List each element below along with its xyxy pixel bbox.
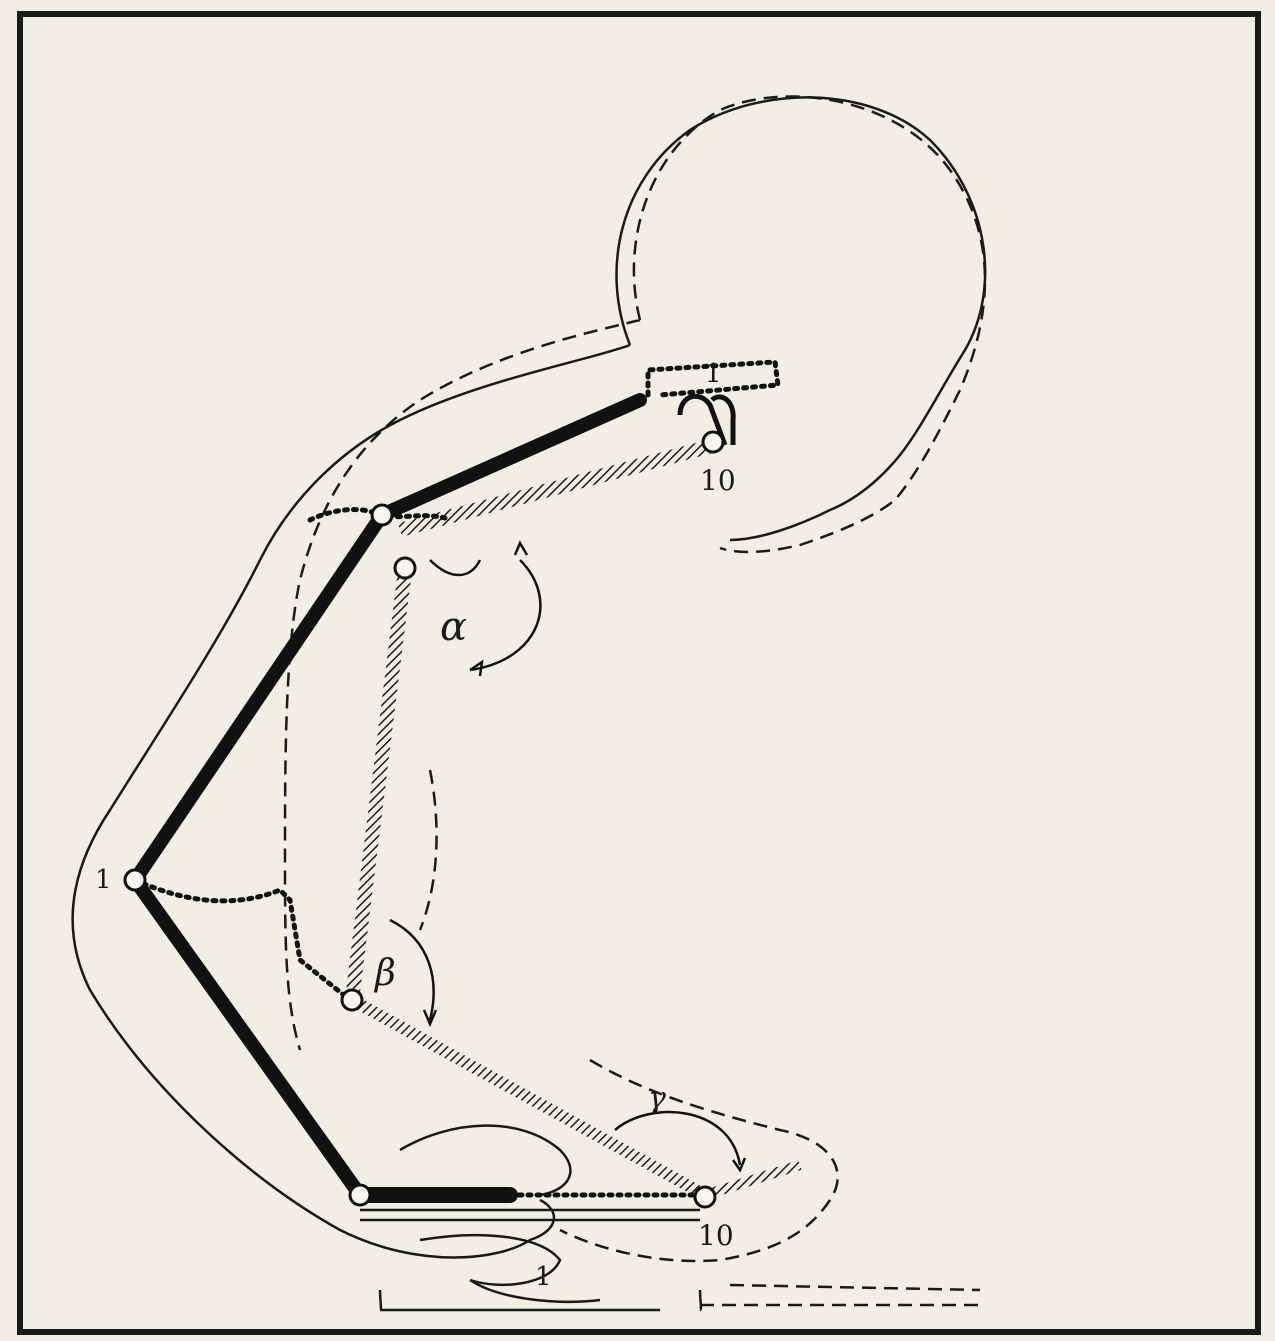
frame-border: [20, 14, 1258, 1332]
label-gamma: γ: [648, 1081, 666, 1116]
hand-outline: [360, 1126, 701, 1310]
body-outline: [73, 97, 986, 1257]
label-jaw-10: 10: [700, 464, 736, 497]
label-wrist-10: 10: [698, 1219, 734, 1252]
joints: [125, 432, 723, 1207]
label-head-1: 1: [705, 359, 722, 389]
label-elbow-1: 1: [95, 865, 112, 895]
hatched-links: [352, 445, 800, 1195]
label-base-1: 1: [535, 1262, 552, 1292]
label-alpha: α: [440, 604, 467, 650]
label-beta: β: [373, 953, 396, 994]
